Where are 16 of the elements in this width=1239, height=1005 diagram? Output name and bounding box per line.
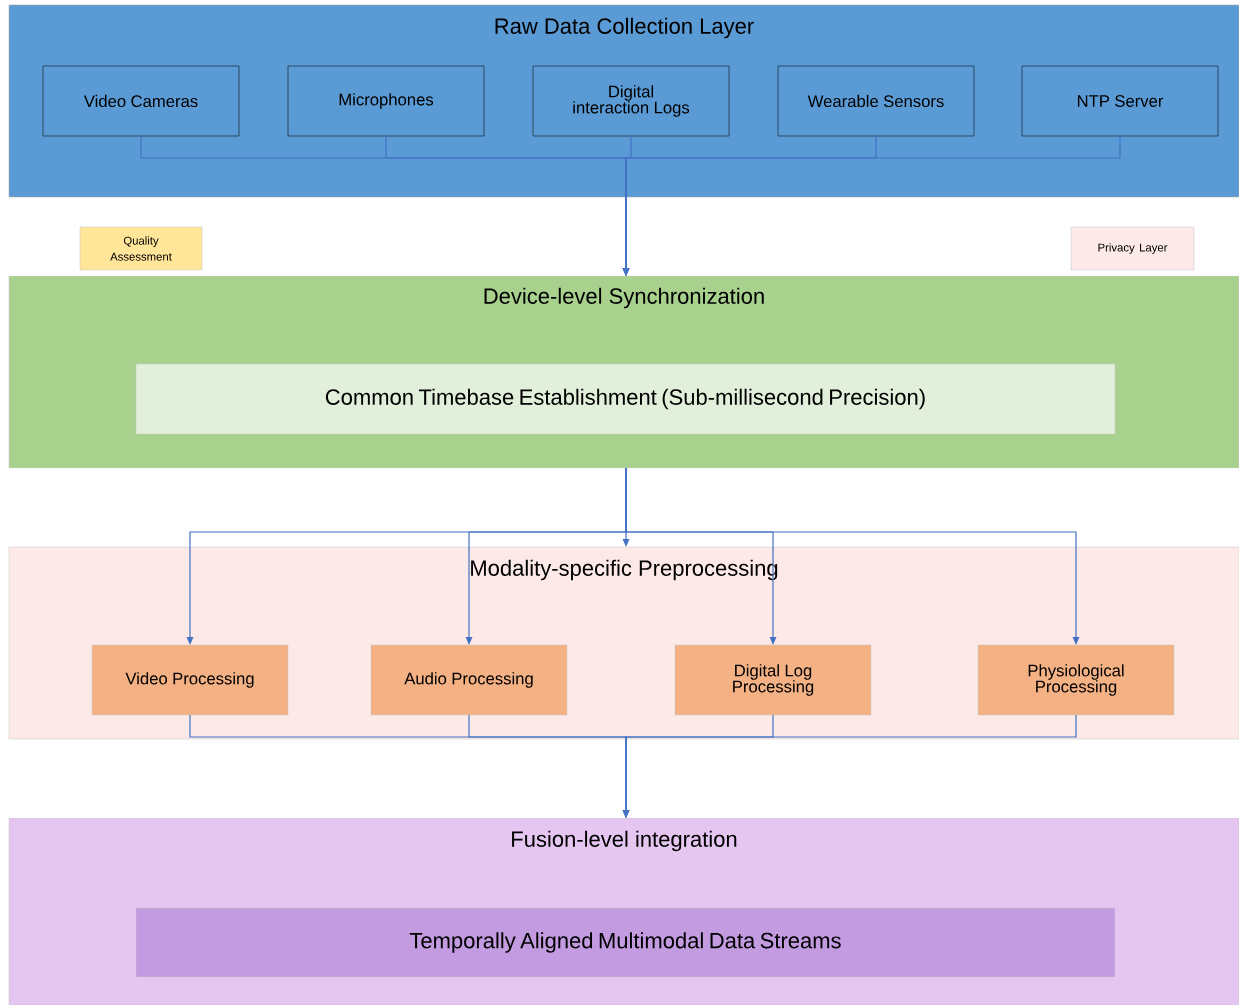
device-box: Wearable Sensors <box>777 65 975 137</box>
device-box: Video Cameras <box>42 65 240 137</box>
device-box: Microphones <box>287 65 485 137</box>
arrow <box>622 135 1121 276</box>
device-box: NTP Server <box>1021 65 1219 137</box>
process-box: Physiological Processing <box>977 644 1175 716</box>
note-box: Quality Assessment <box>79 226 203 271</box>
process-box: Video Processing <box>91 644 289 716</box>
arrow <box>625 467 1080 645</box>
note-box: Privacy Layer <box>1070 226 1195 271</box>
process-box: Digital Log Processing <box>674 644 872 716</box>
device-box: Digital interaction Logs <box>532 65 730 137</box>
process-box: Audio Processing <box>370 644 568 716</box>
arrow <box>622 714 1077 818</box>
process-box: Common Timebase Establishment (Sub-millisecond Precision) <box>135 363 1116 435</box>
result-box: Temporally Aligned Multimodal Data Streams <box>135 907 1116 978</box>
